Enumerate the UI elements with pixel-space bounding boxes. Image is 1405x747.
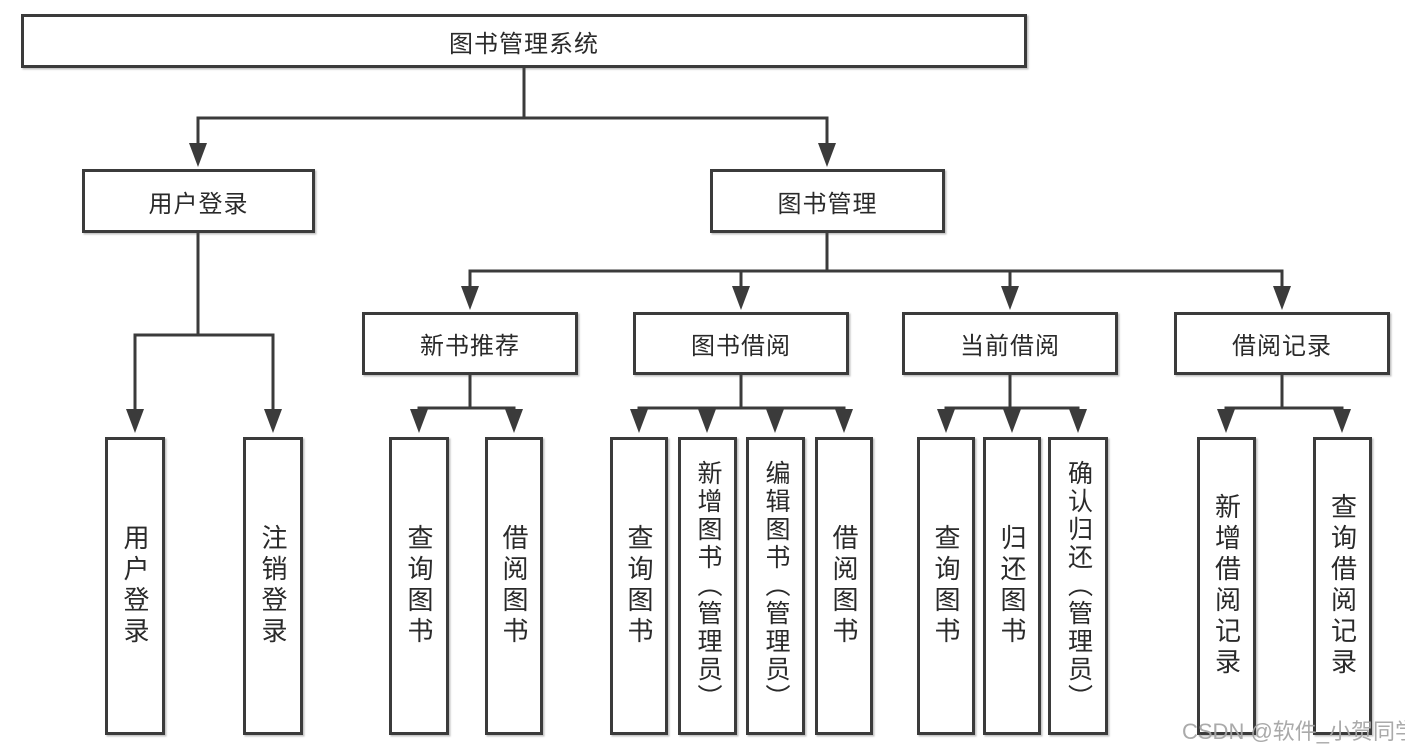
leaf-add-book-admin-label: 新增图书（管理员）	[694, 460, 722, 712]
leaf-return-books: 归还图书	[983, 437, 1041, 735]
node-borrow-records-label: 借阅记录	[1232, 333, 1332, 360]
arrowhead-icons-new-book	[410, 409, 523, 433]
leaf-confirm-return-admin: 确认归还（管理员）	[1048, 437, 1108, 735]
connector-current-borrow-group	[944, 375, 1080, 411]
node-root: 图书管理系统	[21, 14, 1027, 68]
leaf-return-books-label: 归还图书	[997, 524, 1027, 648]
node-new-book-recommend-label: 新书推荐	[420, 333, 520, 360]
leaf-edit-book-admin: 编辑图书（管理员）	[746, 437, 805, 735]
leaf-edit-book-admin-label: 编辑图书（管理员）	[762, 460, 790, 712]
leaf-query-books-recommend-label: 查询图书	[404, 524, 434, 648]
leaf-query-books-current-label: 查询图书	[931, 524, 961, 648]
leaf-query-books-borrow: 查询图书	[610, 437, 668, 735]
leaf-borrow-books-recommend: 借阅图书	[485, 437, 543, 735]
arrowhead-icons-level3	[461, 286, 1291, 310]
connector-new-book-group	[417, 375, 516, 411]
node-user-login: 用户登录	[82, 169, 315, 233]
node-current-borrow: 当前借阅	[902, 312, 1118, 375]
leaf-user-login: 用户登录	[105, 437, 165, 735]
leaf-confirm-return-admin-label: 确认归还（管理员）	[1064, 460, 1093, 712]
node-root-label: 图书管理系统	[449, 30, 599, 58]
connector-borrow-records-group	[1224, 375, 1344, 411]
connector-management-to-level3	[468, 233, 1284, 288]
leaf-query-borrow-record-label: 查询借阅记录	[1327, 493, 1358, 679]
leaf-logout-label: 注销登录	[258, 524, 288, 648]
node-borrow-records: 借阅记录	[1174, 312, 1390, 375]
node-book-management: 图书管理	[710, 169, 945, 233]
leaf-add-borrow-record: 新增借阅记录	[1197, 437, 1256, 735]
leaf-logout: 注销登录	[243, 437, 303, 735]
leaf-borrow-books: 借阅图书	[815, 437, 873, 735]
arrowhead-icons-user-login	[126, 409, 282, 433]
leaf-add-borrow-record-label: 新增借阅记录	[1211, 493, 1242, 679]
leaf-query-books-borrow-label: 查询图书	[624, 524, 654, 648]
leaf-add-book-admin: 新增图书（管理员）	[678, 437, 737, 735]
connector-user-login-group	[133, 233, 275, 411]
arrowhead-icons-borrow-records	[1217, 409, 1351, 433]
connector-book-borrow-group	[637, 375, 846, 411]
watermark: CSDN @软件_小贺同学	[1182, 719, 1405, 744]
leaf-borrow-books-label: 借阅图书	[829, 524, 859, 648]
leaf-user-login-label: 用户登录	[120, 524, 150, 648]
node-user-login-label: 用户登录	[148, 190, 249, 218]
leaf-query-books-recommend: 查询图书	[389, 437, 449, 735]
node-new-book-recommend: 新书推荐	[362, 312, 578, 375]
arrowhead-icons-book-borrow	[630, 409, 853, 433]
leaf-borrow-books-recommend-label: 借阅图书	[499, 524, 529, 648]
arrowhead-icons-level2	[189, 143, 836, 167]
arrowhead-icons-current-borrow	[937, 409, 1087, 433]
connector-root-to-level2	[196, 68, 829, 145]
node-book-borrow-label: 图书借阅	[691, 333, 791, 360]
node-book-borrow: 图书借阅	[633, 312, 849, 375]
leaf-query-books-current: 查询图书	[917, 437, 975, 735]
leaf-query-borrow-record: 查询借阅记录	[1313, 437, 1372, 735]
node-current-borrow-label: 当前借阅	[960, 333, 1060, 360]
node-book-management-label: 图书管理	[777, 190, 878, 218]
